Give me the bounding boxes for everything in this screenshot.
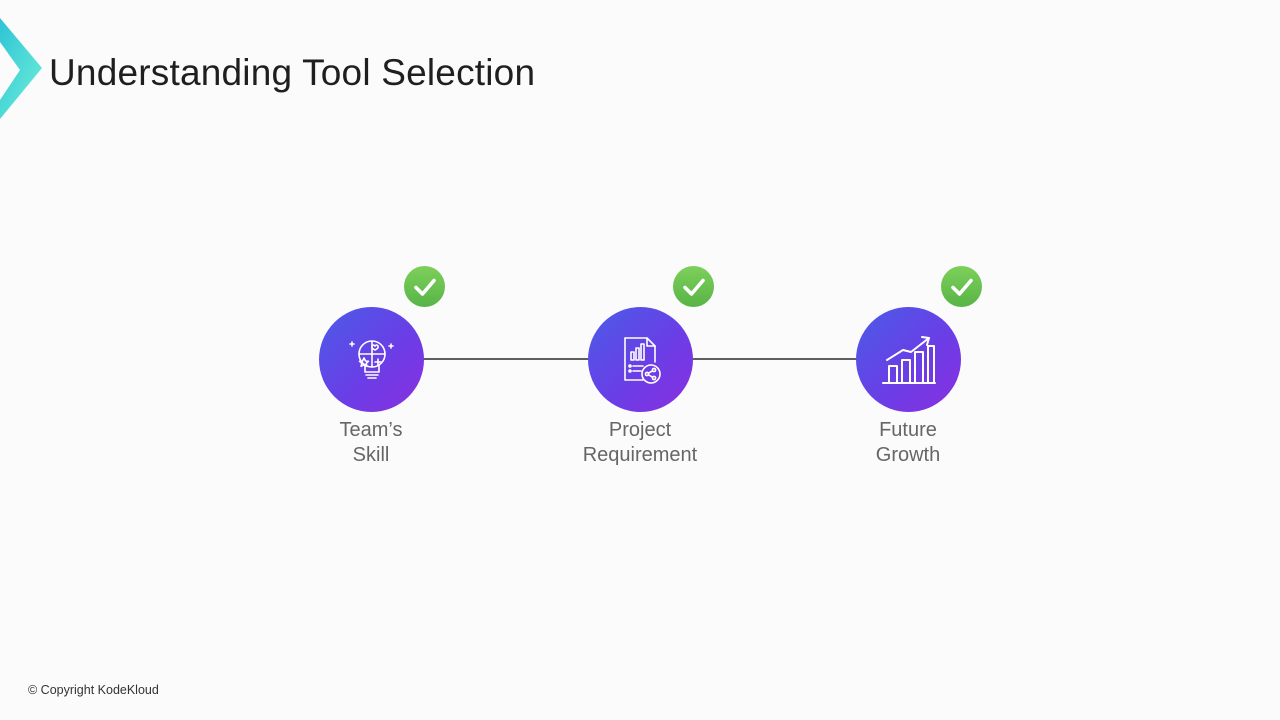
step-icon-circle: [856, 307, 961, 412]
check-icon: [404, 266, 445, 307]
step-label: Future Growth: [875, 419, 941, 466]
growth-chart-icon: [881, 335, 936, 384]
check-icon: [673, 266, 714, 307]
copyright-footer: © Copyright KodeKloud: [28, 683, 159, 697]
step-icon-circle: [588, 307, 693, 412]
check-icon: [941, 266, 982, 307]
step-label: Project Requirement: [582, 419, 698, 466]
lightbulb-puzzle-icon: [348, 339, 394, 379]
kodekloud-logo-icon: [0, 18, 42, 119]
step-label: Team’s Skill: [339, 419, 403, 466]
report-share-icon: [623, 336, 661, 384]
step-icon-circle: [319, 307, 424, 412]
page-title: Understanding Tool Selection: [49, 52, 536, 93]
